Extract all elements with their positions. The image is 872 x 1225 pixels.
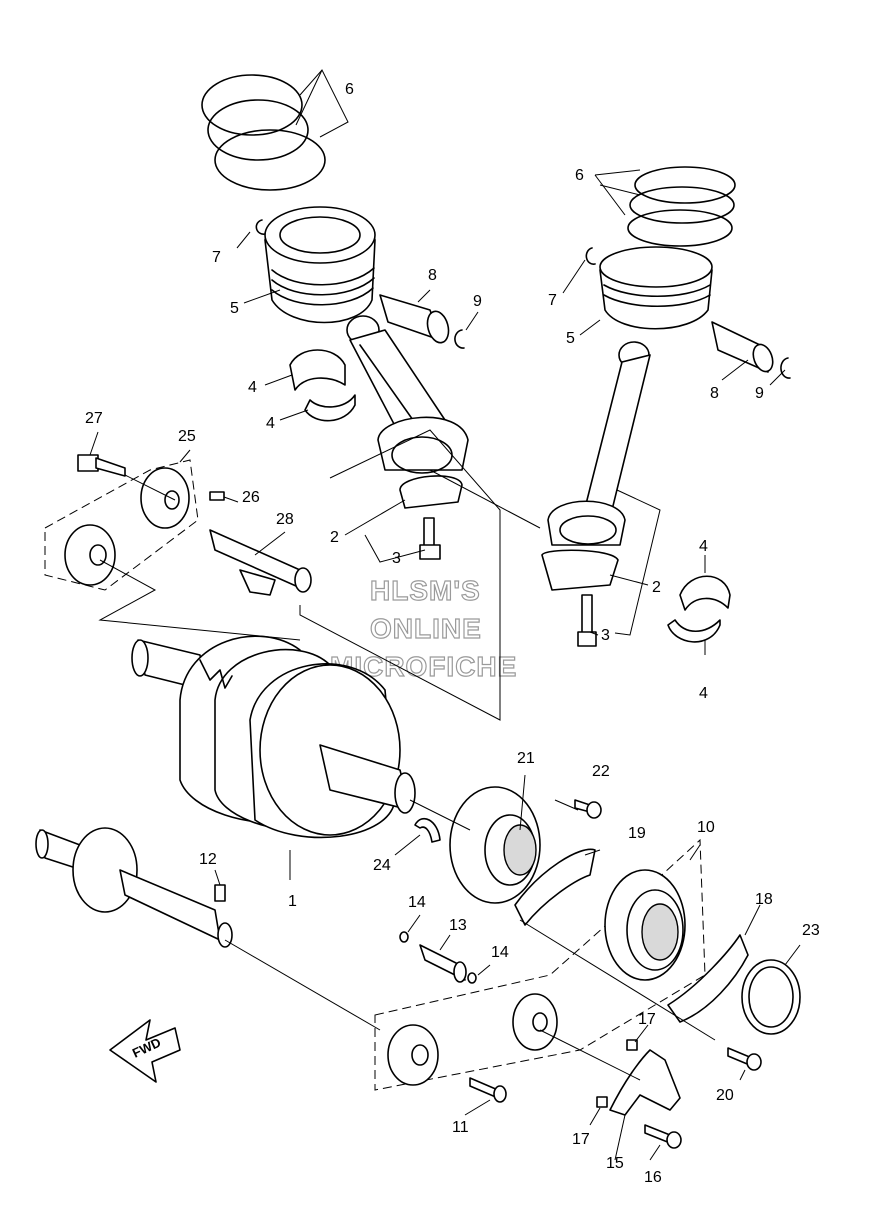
callout-5-right: 5 xyxy=(566,330,575,347)
idler-gear-left xyxy=(387,1024,439,1086)
callout-6-left: 6 xyxy=(345,81,354,98)
balancer-shaft xyxy=(35,827,233,948)
callout-7-left: 7 xyxy=(212,249,221,266)
callout-14-upper: 14 xyxy=(408,894,426,911)
callout-12: 12 xyxy=(199,851,217,868)
callout-27: 27 xyxy=(85,410,103,427)
idler-gear-right xyxy=(512,993,558,1051)
circlip-7-left xyxy=(255,219,266,235)
bearing-upper-right xyxy=(679,575,731,611)
bolt-20 xyxy=(727,1047,762,1071)
callout-15: 15 xyxy=(606,1155,624,1172)
connecting-rod-right xyxy=(541,341,651,591)
fwd-arrow: FWD xyxy=(109,1019,181,1083)
shaft-13 xyxy=(419,944,467,983)
bolt-16 xyxy=(644,1124,682,1149)
bolt-22 xyxy=(574,799,602,819)
piston-rings-left xyxy=(201,74,326,191)
callout-25: 25 xyxy=(178,428,196,445)
flange-21 xyxy=(449,786,541,904)
callout-2-right: 2 xyxy=(652,579,661,596)
circlip-9-left xyxy=(454,329,465,349)
callout-8-right: 8 xyxy=(710,385,719,402)
cover-plate-18 xyxy=(667,934,749,1023)
retainer-24 xyxy=(414,817,441,843)
callout-4-upper-right: 4 xyxy=(699,538,708,555)
seal-23 xyxy=(741,959,801,1035)
callout-17-lower: 17 xyxy=(572,1131,590,1148)
piston-pin-left xyxy=(379,294,450,344)
callout-4-upper-left: 4 xyxy=(248,379,257,396)
callout-17-upper: 17 xyxy=(638,1011,656,1028)
callout-22: 22 xyxy=(592,763,610,780)
callout-21: 21 xyxy=(517,750,535,767)
piston-pin-right xyxy=(711,321,774,373)
bracket-15 xyxy=(609,1049,681,1116)
callout-3-left: 3 xyxy=(392,550,401,567)
callout-26: 26 xyxy=(242,489,260,506)
callout-23: 23 xyxy=(802,922,820,939)
connecting-rod-left xyxy=(346,315,469,509)
callout-5-left: 5 xyxy=(230,300,239,317)
rod-bolt-left xyxy=(419,517,441,560)
callout-numbers: 1 2 2 3 3 4 4 4 4 5 5 6 6 7 7 8 8 9 9 10… xyxy=(85,81,820,1186)
callout-9-left: 9 xyxy=(473,293,482,310)
callout-4-lower-right: 4 xyxy=(699,685,708,702)
bearing-lower-right xyxy=(667,619,721,643)
starter-gear-10 xyxy=(604,869,686,981)
callout-8-left: 8 xyxy=(428,267,437,284)
callout-2-left: 2 xyxy=(330,529,339,546)
bolt-11 xyxy=(469,1077,507,1103)
leader-lines xyxy=(89,69,801,1161)
circlip-9-right xyxy=(780,357,791,379)
piston-left xyxy=(264,206,376,324)
watermark: HLSM'S ONLINE MICROFICHE xyxy=(329,574,517,682)
pin-26 xyxy=(209,491,225,501)
gear-assembly-25-outline xyxy=(44,459,199,591)
callout-13: 13 xyxy=(449,917,467,934)
callout-11: 11 xyxy=(452,1119,469,1136)
crankshaft xyxy=(131,635,416,839)
shaft-28 xyxy=(209,529,312,596)
circlip-7-right xyxy=(585,247,596,265)
starter-clutch-19 xyxy=(514,848,596,926)
piston-rings-right xyxy=(627,166,736,247)
piston-right xyxy=(599,246,713,330)
callout-24: 24 xyxy=(373,857,391,874)
bearing-lower-left xyxy=(304,394,356,422)
callout-1: 1 xyxy=(288,893,297,910)
o-ring-14b xyxy=(467,972,477,984)
watermark-line-2: ONLINE xyxy=(370,613,482,644)
dowel-17b xyxy=(596,1096,608,1108)
callout-9-right: 9 xyxy=(755,385,764,402)
callout-3-right: 3 xyxy=(601,627,610,644)
callout-18: 18 xyxy=(755,891,773,908)
callout-7-right: 7 xyxy=(548,292,557,309)
o-ring-14a xyxy=(399,931,409,943)
balancer-gear-left xyxy=(64,467,190,586)
dowel-17a xyxy=(626,1039,638,1051)
callout-10: 10 xyxy=(697,819,715,836)
watermark-line-1: HLSM'S xyxy=(370,575,481,606)
callout-19: 19 xyxy=(628,825,646,842)
bearing-upper-left xyxy=(289,349,346,391)
callout-20: 20 xyxy=(716,1087,734,1104)
callout-4-lower-left: 4 xyxy=(266,415,275,432)
rod-bolt-right xyxy=(577,594,597,647)
gear-assembly-10-outline xyxy=(374,838,706,1091)
callout-6-right: 6 xyxy=(575,167,584,184)
woodruff-key-12 xyxy=(214,884,226,902)
callout-28: 28 xyxy=(276,511,294,528)
callout-16: 16 xyxy=(644,1169,662,1186)
bolt-27 xyxy=(77,454,126,477)
callout-14-lower: 14 xyxy=(491,944,509,961)
